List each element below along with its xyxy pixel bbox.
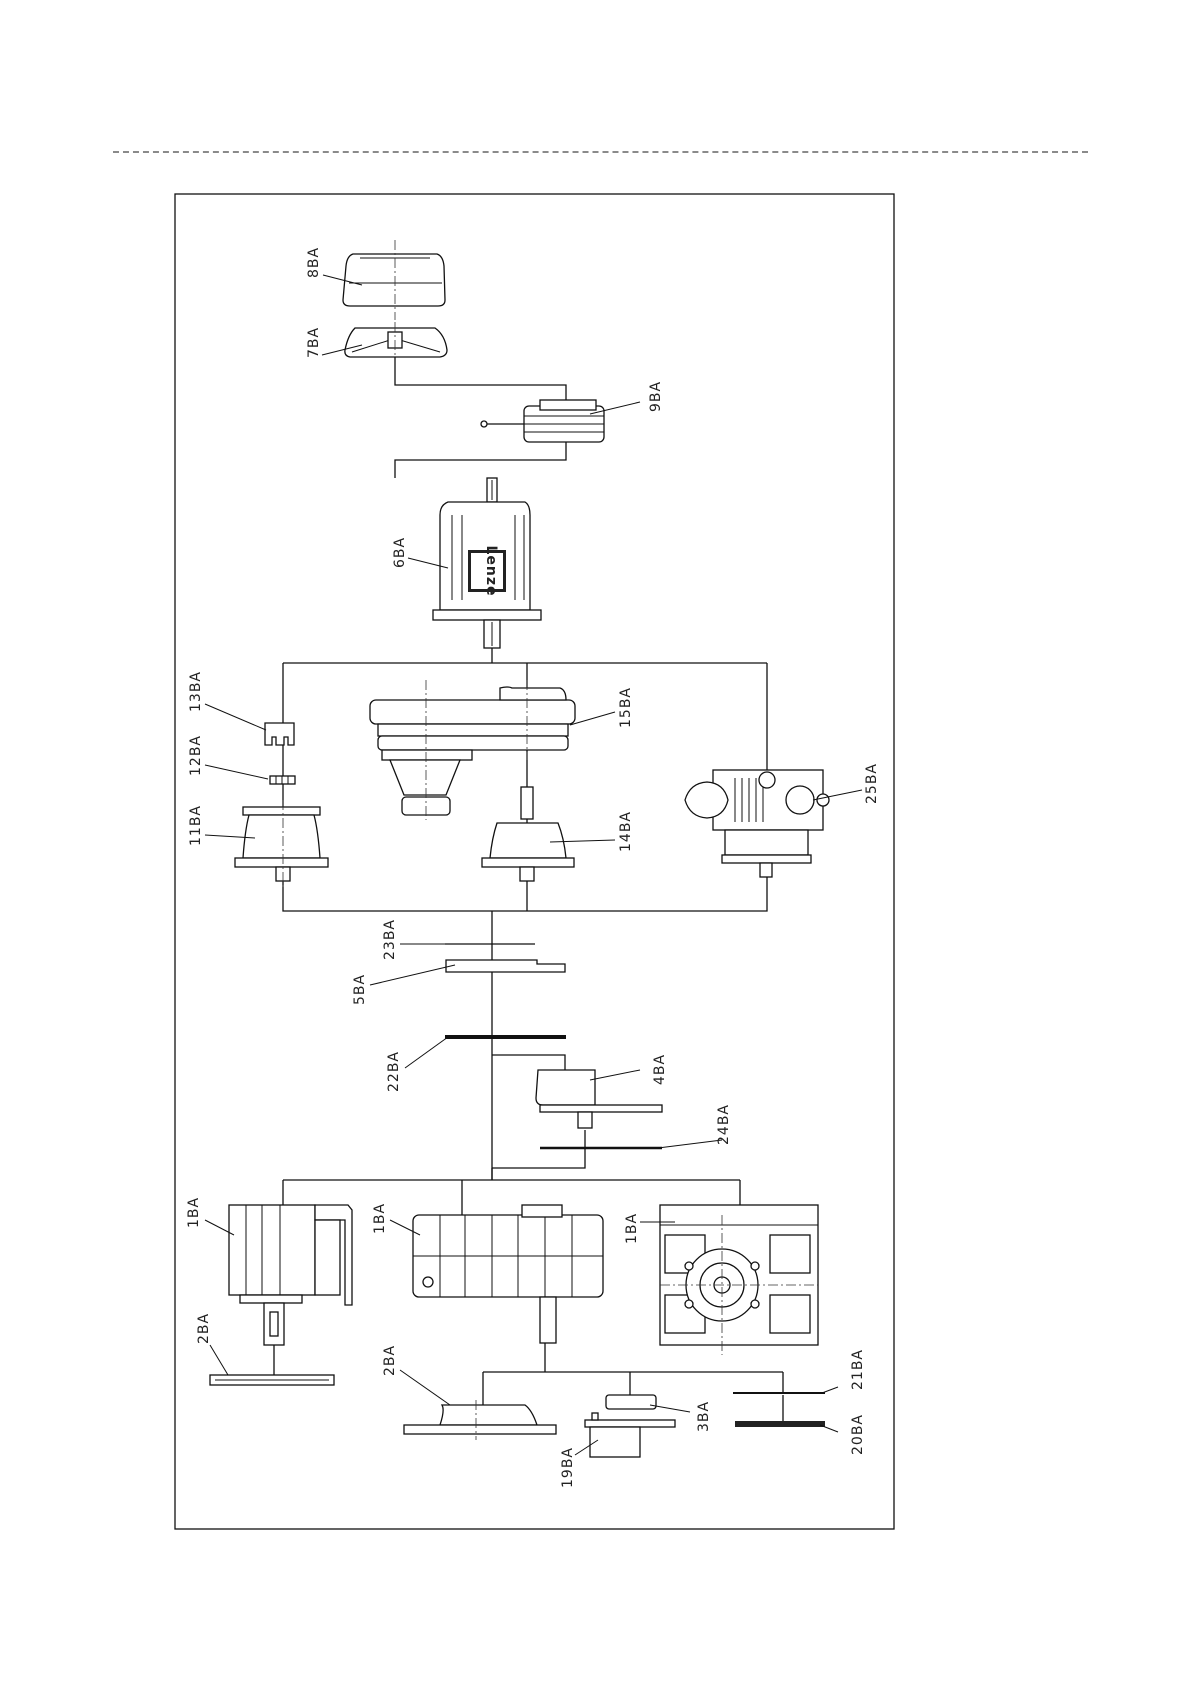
label-15ba: 15BA — [618, 687, 634, 728]
part-2ba-flange-middle — [404, 1400, 556, 1440]
part-9ba-brake — [481, 400, 604, 442]
label-13ba: 13BA — [188, 671, 204, 712]
label-19ba: 19BA — [560, 1447, 576, 1488]
label-25ba: 25BA — [864, 763, 880, 804]
part-24ba-gasket — [492, 1130, 662, 1168]
label-23ba: 23BA — [382, 919, 398, 960]
part-19ba-cover — [585, 1413, 675, 1457]
part-15ba-belt-drive — [370, 680, 575, 820]
part-11ba-adapter — [235, 800, 328, 890]
part-2ba-flange-left — [210, 1375, 334, 1385]
label-24ba: 24BA — [716, 1104, 732, 1145]
label-2ba-left: 2BA — [196, 1313, 212, 1344]
part-12ba-spider — [270, 776, 295, 784]
label-7ba: 7BA — [306, 327, 322, 358]
label-14ba: 14BA — [618, 811, 634, 852]
part-20ba-plate — [735, 1395, 825, 1427]
part-3ba-cover — [606, 1395, 656, 1409]
label-22ba: 22BA — [386, 1051, 402, 1092]
label-21ba: 21BA — [850, 1349, 866, 1390]
brand-badge-lenze: Lenze — [483, 545, 499, 596]
part-1ba-gearbox-right — [660, 1205, 818, 1355]
part-13ba-coupling — [265, 723, 294, 745]
label-4ba: 4BA — [652, 1054, 668, 1085]
part-7ba-fan — [345, 322, 447, 385]
part-4ba-adapter — [492, 1055, 662, 1128]
label-1ba-left: 1BA — [186, 1197, 202, 1228]
label-3ba: 3BA — [696, 1401, 712, 1432]
label-6ba: 6BA — [392, 537, 408, 568]
label-2ba-middle: 2BA — [382, 1345, 398, 1376]
label-8ba: 8BA — [306, 247, 322, 278]
label-12ba: 12BA — [188, 735, 204, 776]
label-1ba-right: 1BA — [624, 1213, 640, 1244]
label-5ba: 5BA — [352, 974, 368, 1005]
part-1ba-gearbox-left — [229, 1205, 352, 1375]
part-25ba-worm-gear — [685, 770, 829, 877]
part-14ba-adapter — [482, 787, 574, 881]
label-20ba: 20BA — [850, 1414, 866, 1455]
label-1ba-middle: 1BA — [372, 1203, 388, 1234]
part-6ba-motor: Lenze — [433, 478, 541, 648]
part-8ba-fan-cover — [343, 240, 445, 320]
label-11ba: 11BA — [188, 805, 204, 846]
part-5ba-plate — [446, 960, 565, 972]
label-9ba: 9BA — [648, 381, 664, 412]
